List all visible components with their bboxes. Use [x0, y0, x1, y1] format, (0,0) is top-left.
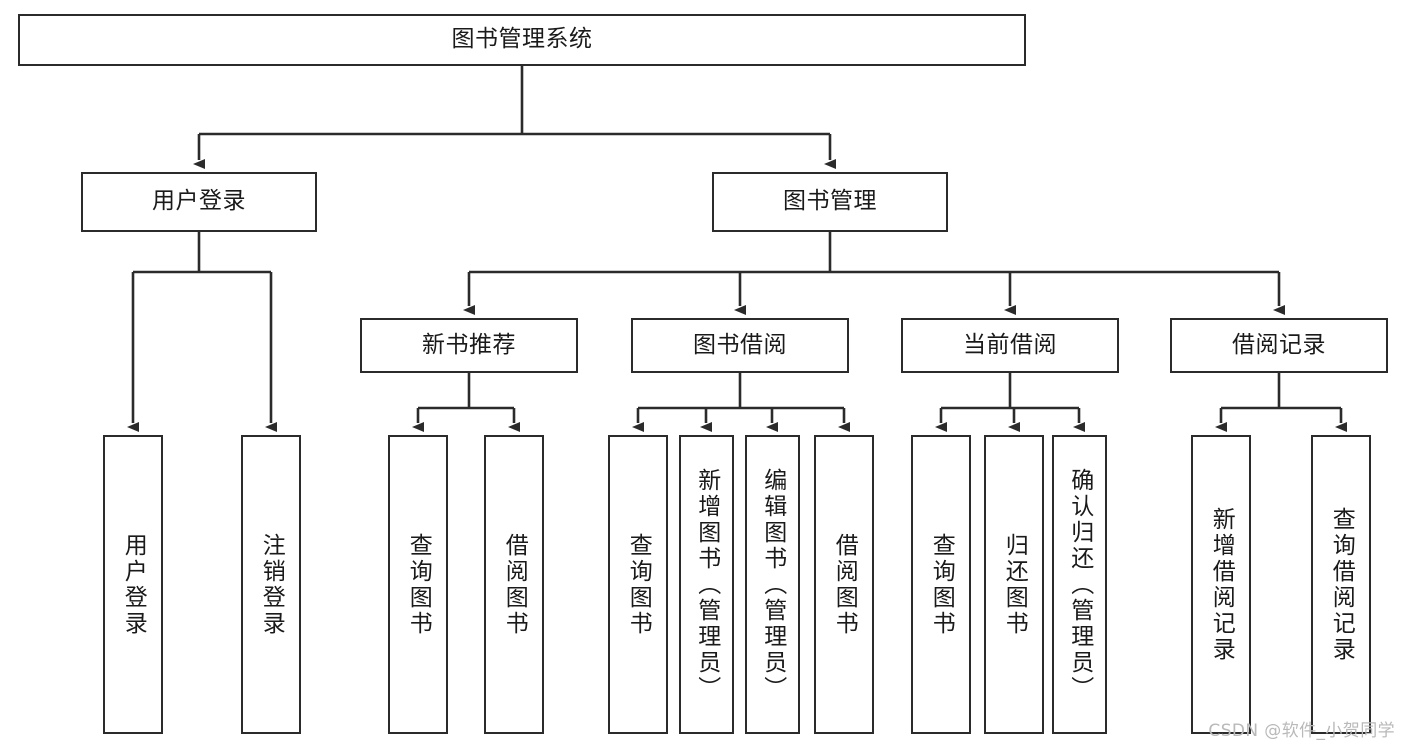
node-borrow-record-label: 借阅记录 [1232, 331, 1326, 358]
node-leaf-user-logout[interactable]: 注销登录 [241, 435, 301, 734]
node-user-login[interactable]: 用户登录 [81, 172, 317, 232]
node-leaf-user-login[interactable]: 用户登录 [103, 435, 163, 734]
node-new-book-rec[interactable]: 新书推荐 [360, 318, 578, 373]
node-leaf-query-book-3-label: 查询图书 [928, 532, 955, 637]
node-leaf-return-book[interactable]: 归还图书 [984, 435, 1044, 734]
node-leaf-add-record[interactable]: 新增借阅记录 [1191, 435, 1251, 734]
node-leaf-return-book-label: 归还图书 [1001, 532, 1028, 637]
node-leaf-query-record-label: 查询借阅记录 [1328, 506, 1355, 663]
node-book-manage-label: 图书管理 [783, 188, 877, 215]
node-leaf-borrow-book-1[interactable]: 借阅图书 [484, 435, 544, 734]
node-root[interactable]: 图书管理系统 [18, 14, 1026, 66]
node-root-label: 图书管理系统 [451, 26, 593, 53]
node-current-borrow-label: 当前借阅 [963, 331, 1057, 358]
node-leaf-borrow-book-1-label: 借阅图书 [501, 532, 528, 637]
node-user-login-label: 用户登录 [152, 188, 246, 215]
node-leaf-confirm-return[interactable]: 确认归还（管理员） [1052, 435, 1107, 734]
watermark-text: CSDN @软件_小贺同学 [1208, 721, 1395, 741]
node-leaf-query-book-2-label: 查询图书 [625, 532, 652, 637]
node-leaf-query-record[interactable]: 查询借阅记录 [1311, 435, 1371, 734]
node-leaf-edit-book[interactable]: 编辑图书（管理员） [745, 435, 800, 734]
node-leaf-query-book-2[interactable]: 查询图书 [608, 435, 668, 734]
node-book-borrow-label: 图书借阅 [693, 331, 787, 358]
node-borrow-record[interactable]: 借阅记录 [1170, 318, 1388, 373]
node-book-manage[interactable]: 图书管理 [712, 172, 948, 232]
node-leaf-query-book-3[interactable]: 查询图书 [911, 435, 971, 734]
node-leaf-confirm-return-label: 确认归还（管理员） [1066, 467, 1093, 702]
node-leaf-borrow-book-2-label: 借阅图书 [831, 532, 858, 637]
node-leaf-user-logout-label: 注销登录 [258, 532, 285, 637]
node-leaf-add-book[interactable]: 新增图书（管理员） [679, 435, 734, 734]
node-new-book-rec-label: 新书推荐 [422, 331, 516, 358]
node-leaf-borrow-book-2[interactable]: 借阅图书 [814, 435, 874, 734]
node-leaf-user-login-label: 用户登录 [120, 532, 147, 637]
node-leaf-query-book-1[interactable]: 查询图书 [388, 435, 448, 734]
node-leaf-edit-book-label: 编辑图书（管理员） [759, 467, 786, 702]
node-current-borrow[interactable]: 当前借阅 [901, 318, 1119, 373]
node-leaf-query-book-1-label: 查询图书 [405, 532, 432, 637]
node-leaf-add-book-label: 新增图书（管理员） [693, 467, 720, 702]
node-book-borrow[interactable]: 图书借阅 [631, 318, 849, 373]
node-leaf-add-record-label: 新增借阅记录 [1208, 506, 1235, 663]
